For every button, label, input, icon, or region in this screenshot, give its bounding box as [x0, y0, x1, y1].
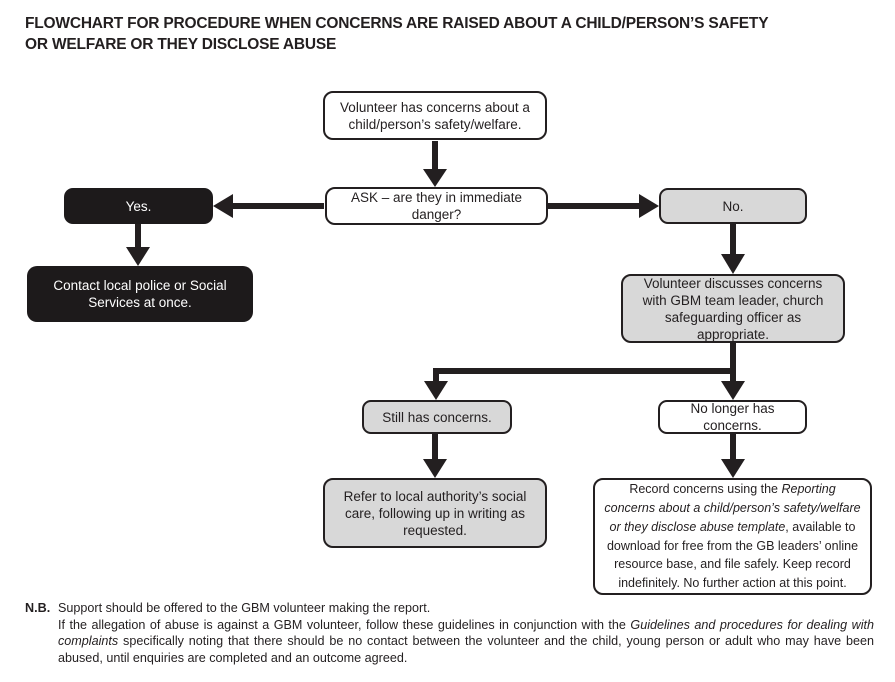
- arrow-still-to-refer: [423, 434, 447, 478]
- nb-note: N.B. Support should be offered to the GB…: [25, 600, 874, 666]
- arrow-start-to-ask: [423, 141, 447, 187]
- nb-body: Support should be offered to the GBM vol…: [58, 600, 874, 666]
- arrow-ask-to-no: [548, 194, 659, 218]
- nb-para2-post: specifically noting that there should be…: [58, 634, 874, 665]
- nb-support-line: Support should be offered to the GBM vol…: [58, 601, 431, 615]
- box-contact-police-label: Contact local police or Social Services …: [53, 278, 227, 310]
- arrow-ask-to-yes: [213, 194, 324, 218]
- box-no: No.: [659, 188, 807, 224]
- box-yes-label: Yes.: [125, 198, 152, 214]
- page-title-line-2: OR WELFARE OR THEY DISCLOSE ABUSE: [25, 36, 337, 53]
- box-no-longer-has-concerns-label: No longer has concerns.: [690, 401, 775, 433]
- box-yes: Yes.: [64, 188, 213, 224]
- record-text-post: , available to download for free from th…: [606, 519, 859, 591]
- branch-discuss-to-outcomes: [424, 343, 745, 400]
- box-contact-police: Contact local police or Social Services …: [27, 266, 253, 322]
- arrow-nolonger-to-record: [721, 434, 745, 478]
- box-ask-immediate-danger: ASK – are they in immediate danger?: [325, 187, 548, 225]
- nb-guidelines-title: Guidelines and procedures for dealing wi…: [58, 617, 874, 649]
- arrow-no-to-discuss: [721, 224, 745, 274]
- box-no-longer-has-concerns: No longer has concerns.: [658, 400, 807, 434]
- box-no-label: No.: [722, 198, 744, 214]
- arrow-yes-to-contact: [126, 224, 150, 266]
- box-volunteer-has-concerns-label: Volunteer has concerns about a child/per…: [340, 99, 530, 132]
- box-record-concerns: Record concerns using the Reporting conc…: [593, 478, 872, 595]
- record-text-pre: Record concerns using the: [629, 482, 782, 497]
- nb-para2-pre: If the allegation of abuse is against a …: [58, 617, 631, 632]
- nb-allegation-paragraph: If the allegation of abuse is against a …: [58, 617, 874, 667]
- record-text-template-title: Reporting concerns about a child/person’…: [604, 482, 861, 534]
- box-refer-social-care-label: Refer to local authority’s social care, …: [343, 488, 527, 538]
- box-still-has-concerns-label: Still has concerns.: [382, 409, 492, 425]
- box-record-concerns-label: Record concerns using the Reporting conc…: [604, 480, 861, 593]
- box-discuss-concerns: Volunteer discusses concerns with GBM te…: [621, 274, 845, 343]
- box-refer-social-care: Refer to local authority’s social care, …: [323, 478, 547, 548]
- box-volunteer-has-concerns: Volunteer has concerns about a child/per…: [323, 91, 547, 140]
- page-title-line-1: FLOWCHART FOR PROCEDURE WHEN CONCERNS AR…: [25, 15, 769, 32]
- nb-label: N.B.: [25, 601, 51, 615]
- box-still-has-concerns: Still has concerns.: [362, 400, 512, 434]
- page-title: FLOWCHART FOR PROCEDURE WHEN CONCERNS AR…: [25, 13, 875, 55]
- box-discuss-concerns-label: Volunteer discusses concerns with GBM te…: [642, 275, 824, 342]
- box-ask-immediate-danger-label: ASK – are they in immediate danger?: [350, 190, 523, 222]
